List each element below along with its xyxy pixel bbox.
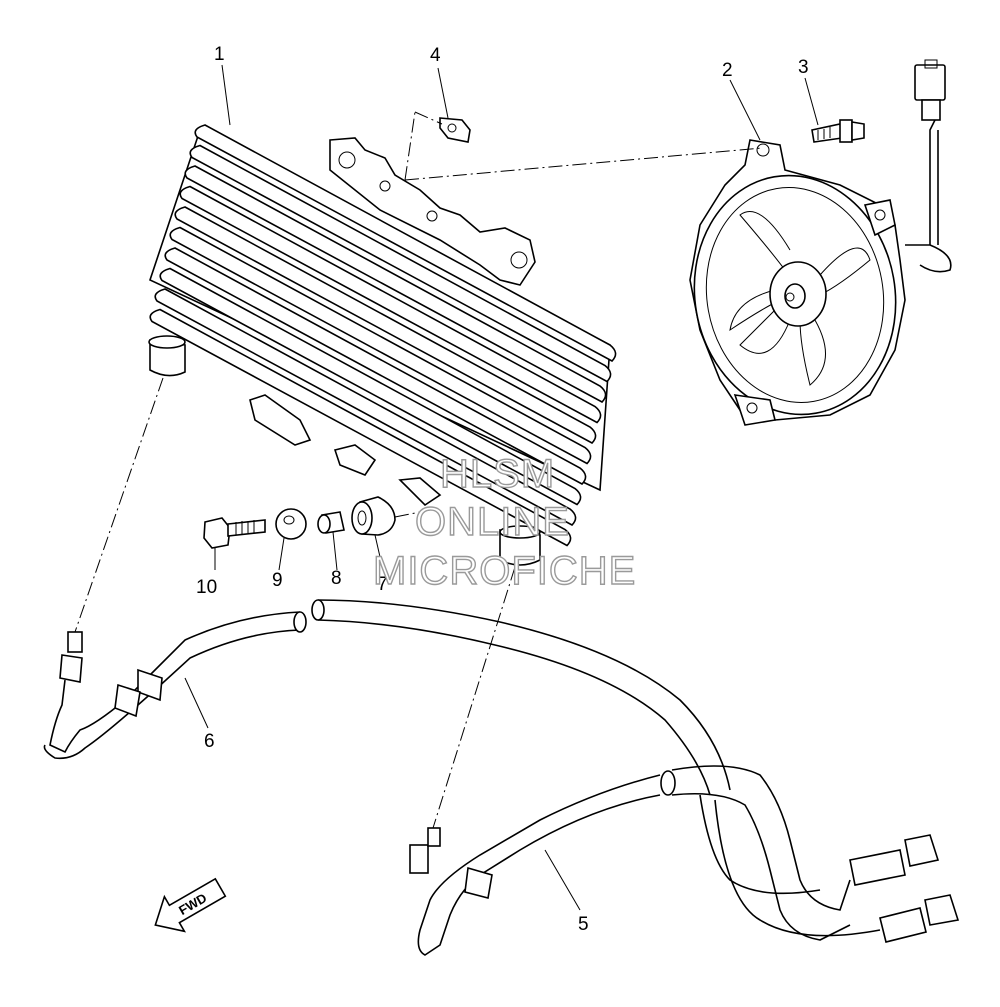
label-3: 3 — [798, 57, 809, 78]
label-6: 6 — [204, 731, 215, 752]
grommet[interactable] — [351, 496, 396, 536]
oil-hose-5[interactable] — [311, 599, 960, 956]
cooler-fin — [154, 288, 577, 526]
label-7: 7 — [377, 574, 388, 595]
collar[interactable] — [317, 511, 345, 534]
washer[interactable] — [275, 508, 307, 540]
cooler-fin — [189, 144, 612, 383]
watermark-line-2: ONLINE — [415, 500, 570, 544]
label-2: 2 — [722, 60, 733, 81]
watermark: HLSM ONLINE MICROFICHE — [372, 451, 636, 593]
oil-hose-6[interactable] — [43, 611, 307, 760]
cooler-fin — [149, 308, 572, 547]
label-1: 1 — [214, 44, 225, 65]
cooler-fin — [164, 247, 587, 485]
fwd-direction-arrow: FWD — [154, 877, 227, 933]
fan-screw[interactable] — [811, 119, 865, 143]
cooler-fin — [174, 206, 597, 444]
cooler-fin — [169, 226, 592, 465]
label-9: 9 — [272, 570, 283, 591]
watermark-line-3: MICROFICHE — [373, 549, 636, 593]
label-5: 5 — [578, 914, 589, 935]
cooling-fan[interactable] — [676, 59, 952, 431]
cooler-fin — [179, 185, 602, 424]
label-10: 10 — [196, 577, 217, 598]
bolt[interactable] — [203, 517, 266, 549]
cooler-fin — [159, 267, 582, 506]
leader-lines — [74, 64, 819, 911]
clip-nut[interactable] — [439, 117, 471, 143]
oil-cooler[interactable] — [148, 124, 617, 566]
cooler-fin — [184, 165, 607, 403]
cooler-fin — [194, 124, 617, 362]
label-8: 8 — [331, 568, 342, 589]
label-4: 4 — [430, 45, 441, 66]
part-number-labels: 1 2 3 4 5 6 7 8 9 10 — [196, 44, 809, 935]
watermark-line-1: HLSM — [440, 452, 555, 496]
